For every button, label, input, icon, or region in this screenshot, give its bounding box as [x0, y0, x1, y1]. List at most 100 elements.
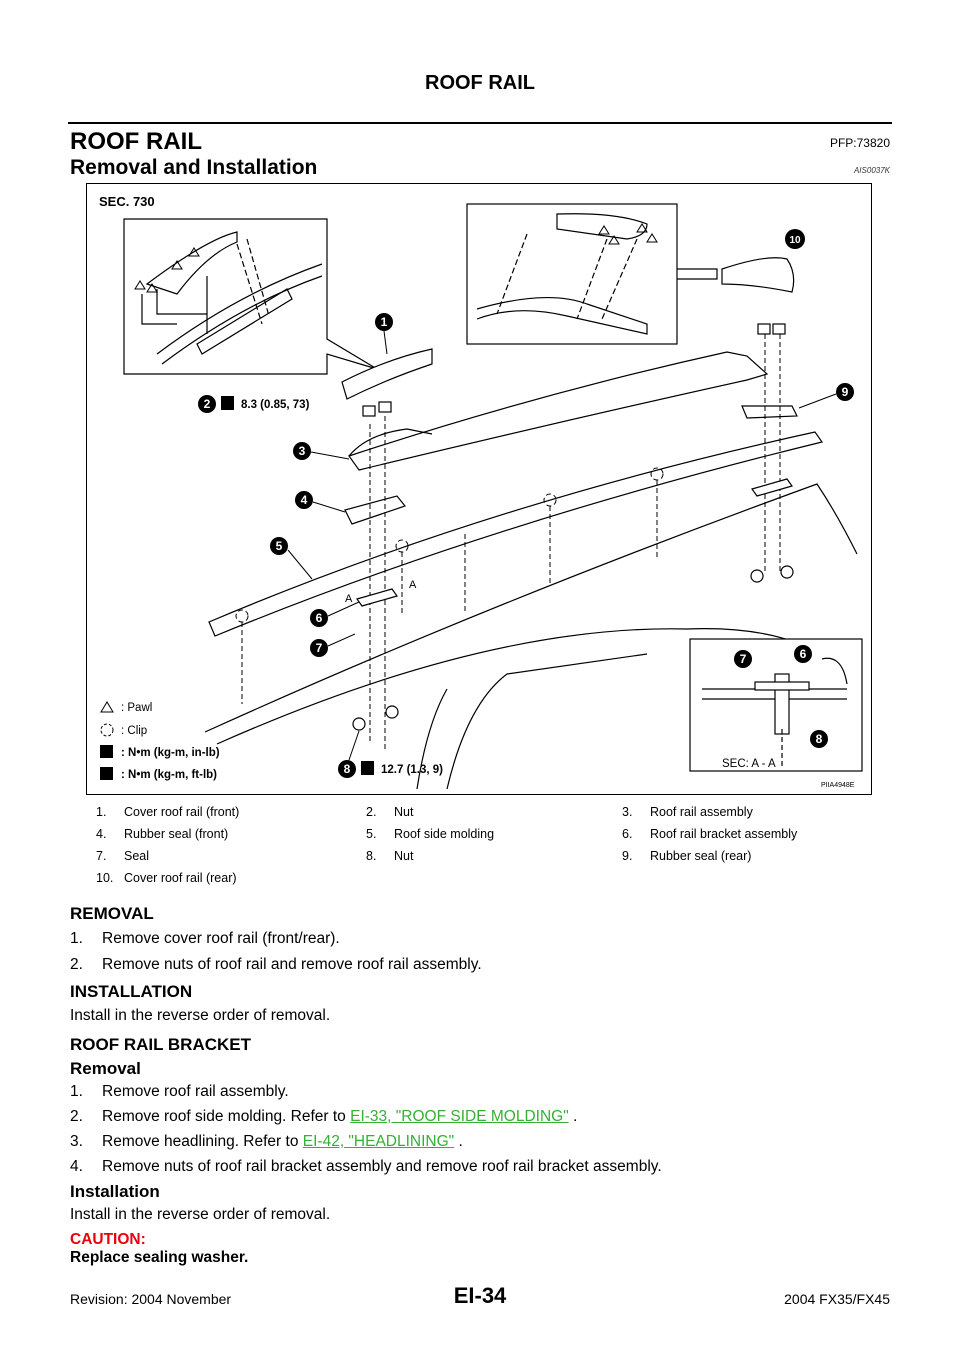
- link-headlining[interactable]: EI-42, "HEADLINING": [302, 1133, 455, 1150]
- legend-item: Rubber seal (front): [124, 827, 229, 841]
- callout-9: 9: [836, 383, 854, 401]
- caution-label: CAUTION:: [70, 1231, 146, 1248]
- svg-text:7: 7: [316, 641, 323, 655]
- parts-legend: 1.Cover roof rail (front) 2.Nut 3.Roof r…: [86, 801, 870, 889]
- callout-5: 5: [270, 537, 288, 555]
- legend-row: 4.Rubber seal (front) 5.Roof side moldin…: [96, 827, 798, 841]
- cover-rear-shape: [721, 257, 795, 293]
- svg-text:3: 3: [299, 444, 306, 458]
- section-a-left: A: [345, 593, 353, 605]
- link-roof-side-molding[interactable]: EI-33, "ROOF SIDE MOLDING": [350, 1108, 569, 1125]
- symbol-key: : Pawl : Clip : N•m (kg-m, in-lb) : N•m …: [100, 701, 220, 781]
- cover-front-shape: [341, 348, 433, 400]
- removal-step-2: 2.Remove nuts of roof rail and remove ro…: [70, 956, 482, 973]
- page-title: ROOF RAIL: [70, 128, 202, 155]
- svg-text:: Clip: : Clip: [121, 725, 147, 737]
- callout-7: 7: [310, 639, 328, 657]
- svg-text:6: 6: [316, 611, 323, 625]
- torque-label-nut8: 12.7 (1.3, 9): [361, 761, 443, 776]
- callout-8-detail: 8: [810, 730, 828, 748]
- torque-wrench-icon: [100, 767, 113, 780]
- exploded-diagram: SEC. 730: [86, 183, 872, 795]
- svg-text:10: 10: [789, 235, 801, 246]
- bracket-installation-heading: Installation: [70, 1182, 160, 1201]
- bracket-step-1: 1.Remove roof rail assembly.: [70, 1083, 289, 1100]
- section-aa-label: SEC: A - A: [722, 758, 776, 770]
- legend-item: Rubber seal (rear): [650, 849, 752, 863]
- svg-text:8: 8: [816, 732, 823, 746]
- clip-positions: [235, 334, 781, 752]
- svg-text:: Pawl: : Pawl: [121, 702, 152, 714]
- running-header: ROOF RAIL: [425, 72, 535, 94]
- footer-model: 2004 FX35/FX45: [784, 1291, 890, 1307]
- rubber-seal-front-shape: [344, 495, 407, 525]
- svg-text:12.7 (1.3, 9): 12.7 (1.3, 9): [381, 764, 443, 776]
- svg-text:9: 9: [842, 385, 849, 399]
- section-title: Removal and Installation: [70, 156, 318, 179]
- installation-text: Install in the reverse order of removal.: [70, 1007, 331, 1024]
- svg-text:7: 7: [740, 652, 747, 666]
- callout-7-detail: 7: [734, 650, 752, 668]
- bracket-removal-heading: Removal: [70, 1059, 141, 1078]
- nut-icons: [352, 323, 794, 731]
- bracket-step-3: 3.Remove headlining. Refer to EI-42, "HE…: [70, 1133, 463, 1150]
- bracket-step-4: 4.Remove nuts of roof rail bracket assem…: [70, 1158, 662, 1175]
- legend-item: Nut: [394, 805, 414, 819]
- removal-heading: REMOVAL: [70, 904, 154, 923]
- legend-row: 1.Cover roof rail (front) 2.Nut 3.Roof r…: [96, 805, 753, 819]
- pawl-icons-detail-right: [598, 223, 658, 245]
- removal-step-1: 1.Remove cover roof rail (front/rear).: [70, 930, 340, 947]
- header-rule: [68, 122, 892, 124]
- part-number: PFP:73820: [829, 136, 890, 150]
- callouts: 1 2 3 4 5 6 7 8 9 10: [198, 229, 854, 778]
- bracket-installation-text: Install in the reverse order of removal.: [70, 1206, 331, 1223]
- callout-2: 2: [198, 395, 216, 413]
- roof-rail-assembly: [348, 351, 769, 471]
- callout-1: 1: [375, 313, 393, 331]
- callout-8: 8: [338, 760, 356, 778]
- roof-side-molding: [208, 431, 823, 637]
- callout-10: 10: [785, 229, 805, 249]
- detail-front-cover: [123, 218, 378, 375]
- legend-row: 10.Cover roof rail (rear): [96, 871, 237, 885]
- callout-4: 4: [295, 491, 313, 509]
- sec-number: SEC. 730: [99, 194, 155, 209]
- installation-heading: INSTALLATION: [70, 982, 193, 1001]
- legend-item: Cover roof rail (rear): [124, 871, 237, 885]
- callout-6-detail: 6: [794, 645, 812, 663]
- svg-text:1: 1: [381, 315, 388, 329]
- torque-label-nut2: 8.3 (0.85, 73): [221, 396, 310, 411]
- legend-item: Cover roof rail (front): [124, 805, 240, 819]
- svg-text:5: 5: [276, 539, 283, 553]
- svg-text:4: 4: [301, 493, 308, 507]
- page-number: EI-34: [453, 1283, 507, 1308]
- torque-wrench-icon: [100, 745, 113, 758]
- legend-item: Nut: [394, 849, 414, 863]
- rubber-seal-rear-shape: [741, 405, 798, 419]
- bracket-front-shape: [356, 588, 398, 607]
- bracket-rear-shape: [751, 478, 793, 497]
- svg-text:: N•m (kg-m, in-lb): : N•m (kg-m, in-lb): [121, 747, 220, 759]
- legend-item: Seal: [124, 849, 150, 863]
- pawl-icons-detail-left: [134, 247, 200, 293]
- legend-item: Roof side molding: [394, 827, 495, 841]
- section-aa-callouts: 7 6 8: [734, 645, 828, 748]
- legend-item: Roof rail bracket assembly: [650, 827, 798, 841]
- footer-revision: Revision: 2004 November: [70, 1291, 232, 1307]
- svg-text:2: 2: [204, 397, 211, 411]
- legend-item: Roof rail assembly: [650, 805, 753, 819]
- clip-icon: [100, 723, 114, 737]
- svg-text:: N•m (kg-m, ft-lb): : N•m (kg-m, ft-lb): [121, 769, 217, 781]
- callout-6: 6: [310, 609, 328, 627]
- detail-rear-cover: [466, 203, 718, 345]
- svg-text:8: 8: [344, 762, 351, 776]
- section-a-right: A: [409, 579, 417, 591]
- diagram-svg: SEC. 730: [99, 194, 863, 790]
- svg-text:6: 6: [800, 647, 807, 661]
- section-aa-detail: [689, 638, 863, 772]
- figure-code: PIIA4948E: [821, 782, 855, 789]
- bracket-heading: ROOF RAIL BRACKET: [70, 1035, 252, 1054]
- callout-3: 3: [293, 442, 311, 460]
- caution-text: Replace sealing washer.: [70, 1249, 249, 1266]
- svg-text:8.3 (0.85, 73): 8.3 (0.85, 73): [241, 399, 310, 411]
